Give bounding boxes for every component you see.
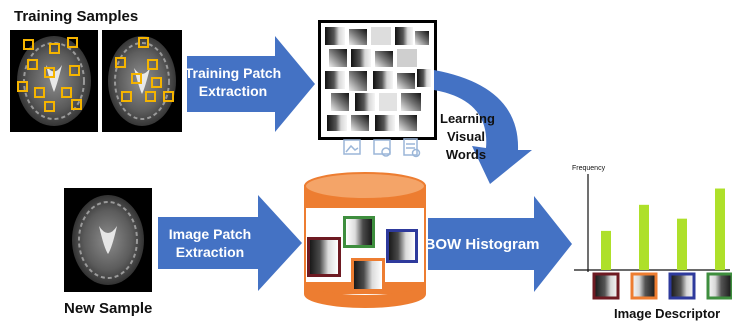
image-patch-extraction-label-2: Extraction (176, 244, 244, 260)
histogram-bar-blue (677, 218, 687, 270)
faded-toolbar-icons (343, 138, 421, 158)
image-patch-extraction-label-1: Image Patch (169, 226, 251, 242)
words-label: Words (445, 147, 487, 162)
brain-scan-icon (17, 36, 91, 126)
descriptor-patch-orange (630, 272, 658, 300)
learning-visual-words-arrow (434, 70, 532, 184)
learning-visual-words-label: Learning Visual Words (440, 110, 495, 164)
bow-histogram-chart: Frequency (572, 165, 732, 300)
training-patch-extraction-arrow: Training Patch Extraction (187, 36, 315, 132)
patch-grid-image (325, 27, 431, 131)
training-mri-1 (10, 30, 98, 132)
training-samples-title: Training Samples (14, 8, 139, 25)
patch-dark-red (307, 237, 341, 277)
patch-collage (318, 20, 437, 140)
brain-scan-icon (108, 36, 176, 126)
image-descriptor-label: Image Descriptor (614, 306, 721, 321)
image-icon (343, 139, 361, 155)
histogram-bar-green (715, 188, 725, 270)
document-icon (403, 138, 421, 158)
descriptor-patch-dark-red (592, 272, 620, 300)
bow-histogram-arrow: BOW Histogram (428, 196, 572, 292)
image-patch-extraction-arrow: Image Patch Extraction (158, 195, 302, 291)
y-axis-label: Frequency (572, 165, 606, 172)
bow-histogram-label: BOW Histogram (428, 236, 540, 253)
settings-image-icon (373, 139, 391, 157)
new-sample-label: New Sample (64, 300, 153, 317)
patch-orange (351, 258, 385, 292)
brain-scan-icon (72, 195, 144, 285)
new-sample-mri (64, 188, 152, 292)
histogram-bar-dark-red (601, 230, 611, 270)
training-mri-2 (102, 30, 182, 132)
visual-label: Visual (446, 129, 486, 144)
patch-green (343, 216, 375, 248)
learning-label: Learning (440, 111, 495, 126)
patch-blue (386, 229, 418, 263)
training-patch-extraction-label-1: Training Patch (187, 65, 281, 81)
descriptor-patch-green (706, 272, 732, 300)
histogram-bar-orange (639, 204, 649, 270)
training-patch-extraction-label-2: Extraction (199, 83, 267, 99)
descriptor-patch-blue (668, 272, 696, 300)
